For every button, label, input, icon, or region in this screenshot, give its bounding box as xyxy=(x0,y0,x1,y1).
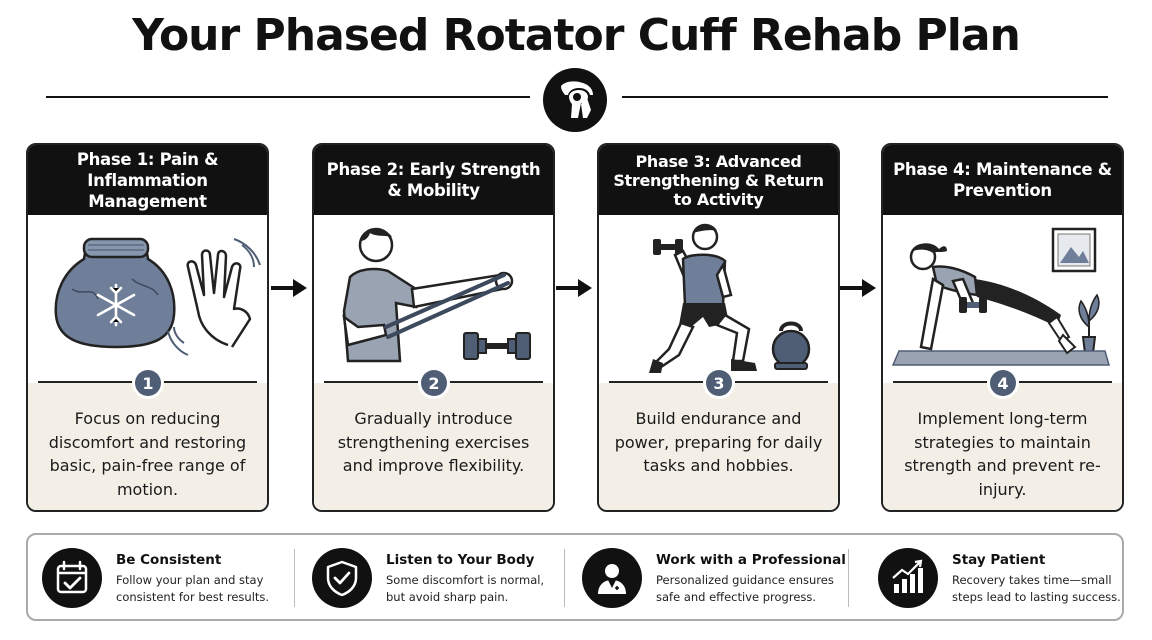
phase-heading: Phase 1: Pain & Inflammation Management xyxy=(28,145,267,215)
arrow-right-icon xyxy=(554,276,594,300)
tip-title: Listen to Your Body xyxy=(386,552,535,568)
phase-heading: Phase 3: Advanced Strengthening & Return… xyxy=(599,145,838,215)
ice-pack-and-hand-illustration xyxy=(28,215,267,383)
page-title: Your Phased Rotator Cuff Rehab Plan xyxy=(132,10,1021,61)
shield-check-icon xyxy=(312,548,372,608)
tips-panel: Be Consistent Follow your plan and stay … xyxy=(26,533,1124,621)
phase-heading: Phase 2: Early Strength & Mobility xyxy=(314,145,553,215)
arrow-right-icon xyxy=(838,276,878,300)
phase-description: Focus on reducing discomfort and restori… xyxy=(48,409,247,499)
tip-title: Be Consistent xyxy=(116,552,222,568)
phase-card-1: Phase 1: Pain & Inflammation Management … xyxy=(26,143,269,512)
tip-text: Recovery takes time—small steps lead to … xyxy=(952,573,1121,604)
shoulder-joint-icon xyxy=(543,68,607,132)
resistance-band-and-dumbbell-illustration xyxy=(314,215,553,383)
step-number-badge: 2 xyxy=(418,367,450,399)
step-number-badge: 3 xyxy=(703,367,735,399)
step-number-badge: 4 xyxy=(987,367,1019,399)
tip-separator xyxy=(294,549,295,607)
phase-heading: Phase 4: Maintenance & Prevention xyxy=(883,145,1122,215)
tip-title: Work with a Professional xyxy=(656,552,846,568)
title-rule-right xyxy=(622,96,1108,98)
arrow-right-icon xyxy=(269,276,309,300)
calendar-check-icon xyxy=(42,548,102,608)
phase-card-2: Phase 2: Early Strength & Mobility 2 Gra… xyxy=(312,143,555,512)
tip-text: Follow your plan and stay consistent for… xyxy=(116,573,270,604)
phase-card-4: Phase 4: Maintenance & Prevention xyxy=(881,143,1124,512)
doctor-icon xyxy=(582,548,642,608)
tip-separator xyxy=(564,549,565,607)
step-number-badge: 1 xyxy=(132,367,164,399)
phase-description: Build endurance and power, preparing for… xyxy=(614,409,823,475)
tip-text: Some discomfort is normal, but avoid sha… xyxy=(386,573,545,604)
title-rule-left xyxy=(46,96,530,98)
phase-card-3: Phase 3: Advanced Strengthening & Return… xyxy=(597,143,840,512)
growth-chart-icon xyxy=(878,548,938,608)
tip-separator xyxy=(848,549,849,607)
plank-row-on-mat-illustration xyxy=(883,215,1122,383)
tip-title: Stay Patient xyxy=(952,552,1046,568)
lunge-with-dumbbell-and-kettlebell-illustration xyxy=(599,215,838,383)
tip-text: Personalized guidance ensures safe and e… xyxy=(656,573,834,604)
phase-description: Gradually introduce strengthening exerci… xyxy=(337,409,530,475)
phase-description: Implement long-term strategies to mainta… xyxy=(904,409,1101,499)
